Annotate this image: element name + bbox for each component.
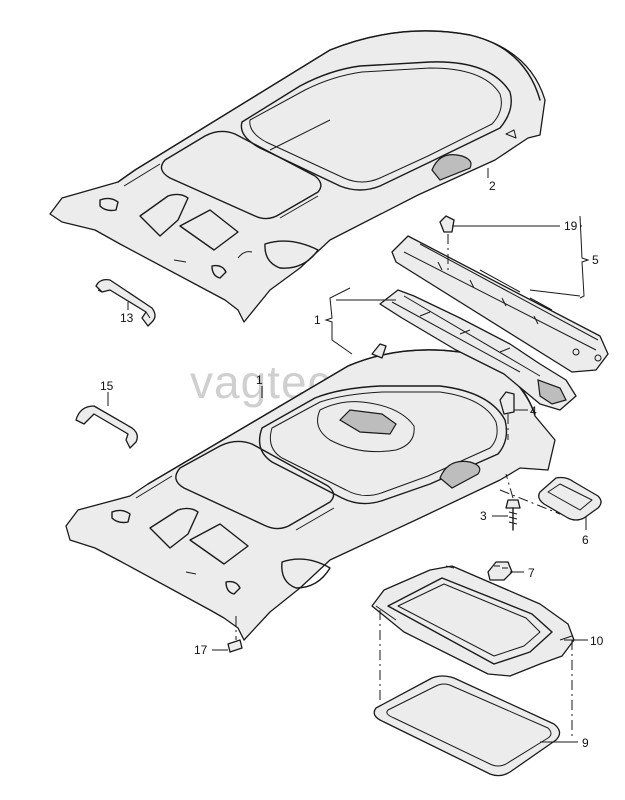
screw-part-3 bbox=[505, 473, 521, 531]
callout-4: 4 bbox=[530, 404, 537, 418]
bracket-part-7 bbox=[487, 561, 513, 581]
headliner-lower bbox=[65, 349, 556, 641]
grab-handle-part-13 bbox=[95, 278, 156, 327]
callout-9: 9 bbox=[582, 736, 589, 750]
leader-lines bbox=[107, 168, 590, 743]
label-part-17 bbox=[227, 616, 243, 653]
callout-17: 17 bbox=[194, 643, 208, 657]
headliner-upper bbox=[49, 30, 546, 323]
callout-19: 19 bbox=[564, 219, 578, 233]
rear-trim-rail bbox=[391, 235, 609, 373]
sunroof-frame-part-10 bbox=[371, 565, 575, 677]
callout-15: 15 bbox=[100, 379, 114, 393]
lamp-cover-part-6 bbox=[499, 476, 602, 521]
callout-1-lower: 1 bbox=[256, 373, 263, 387]
sunroof-glass-part-9 bbox=[373, 675, 561, 777]
callout-10: 10 bbox=[590, 634, 604, 648]
callout-13: 13 bbox=[120, 311, 134, 325]
rear-shelf-trim bbox=[379, 289, 577, 411]
callout-6: 6 bbox=[582, 533, 589, 547]
grab-handle-part-15 bbox=[75, 405, 138, 449]
clip-part-4 bbox=[499, 391, 515, 440]
callout-3: 3 bbox=[480, 509, 487, 523]
callout-2: 2 bbox=[489, 179, 496, 193]
callout-7: 7 bbox=[528, 566, 535, 580]
callout-labels: 2 19 5 1 1 4 3 6 7 10 9 13 15 17 bbox=[100, 179, 604, 750]
callout-1-upper: 1 bbox=[314, 313, 321, 327]
callout-5: 5 bbox=[592, 253, 599, 267]
clip-part-lower bbox=[371, 343, 387, 359]
